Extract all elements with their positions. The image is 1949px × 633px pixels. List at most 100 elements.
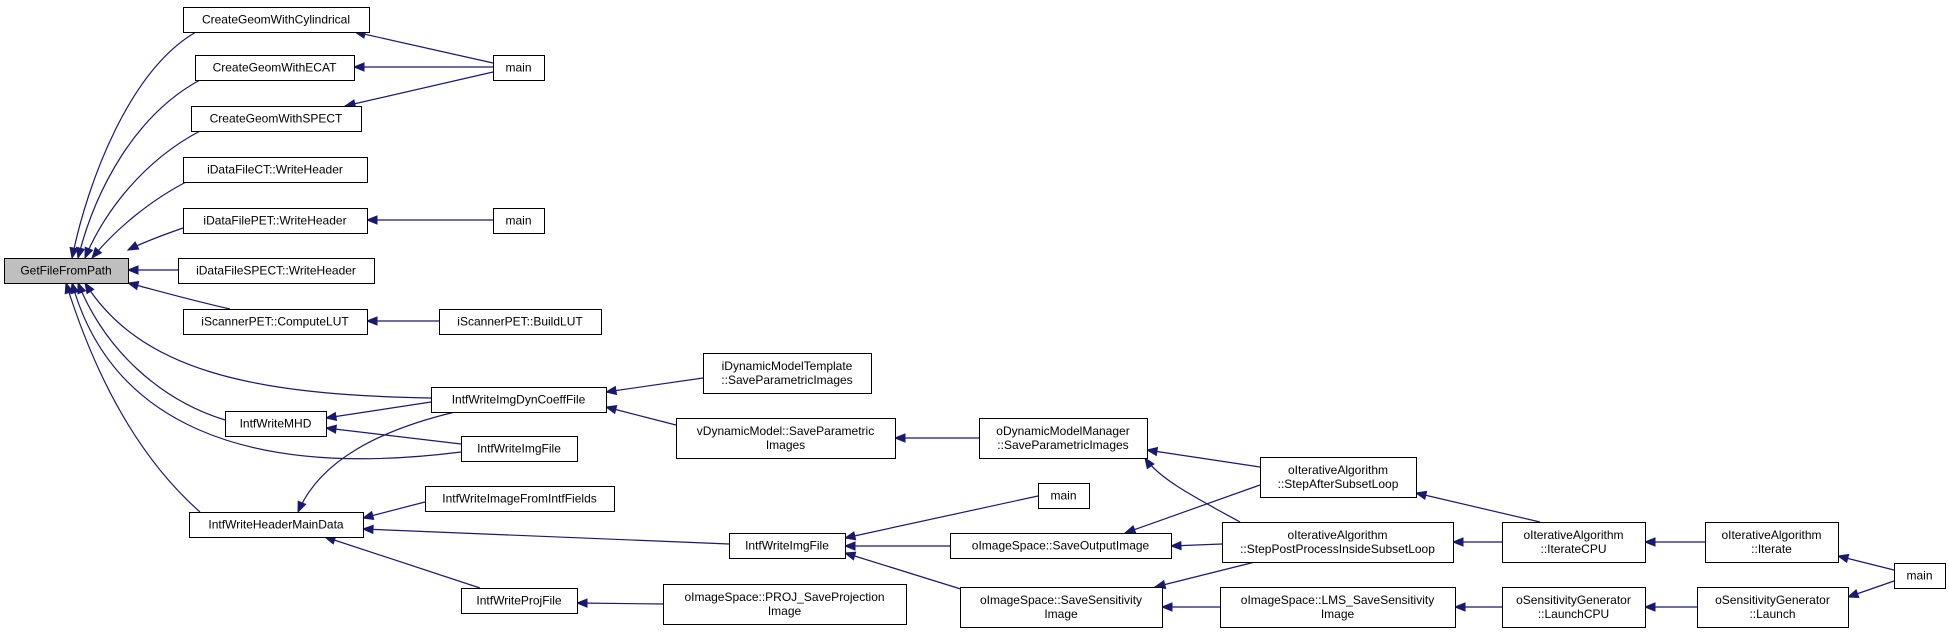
call-edge-saveout-to-wimg2 [843,541,950,551]
graph-node-whmd[interactable]: IntfWriteHeaderMainData [189,512,364,538]
graph-node-dfspect[interactable]: iDataFileSPECT::WriteHeader [178,258,375,284]
graph-node-sglaunchcpu[interactable]: oSensitivityGenerator::LaunchCPU [1502,587,1646,628]
node-label: ::SaveParametricImages [997,438,1128,452]
node-label: ::IterateCPU [1540,542,1606,556]
call-edge-main1-to-cgecat [352,62,493,72]
node-box [1705,522,1839,563]
graph-node-main3[interactable]: main [1038,483,1090,509]
node-label: IntfWriteImgFile [477,442,561,456]
call-edge-main3-to-wimg2 [843,495,1039,541]
node-label: IntfWriteHeaderMainData [208,518,343,532]
call-edge-wimg1-to-wmhd [324,424,462,445]
node-box [461,588,578,614]
graph-node-steppost[interactable]: oIterativeAlgorithm::StepPostProcessInsi… [1222,522,1454,563]
call-edge-stepafter-to-odmm [1145,446,1261,468]
node-label: ::Iterate [1751,542,1792,556]
graph-node-dfpet[interactable]: iDataFilePET::WriteHeader [183,208,368,234]
arrowhead-icon [126,265,139,275]
edge-line [297,411,456,513]
call-edge-steppost-to-savesens [1153,561,1256,590]
node-label: GetFileFromPath [20,264,111,278]
call-edge-odmm-to-vdm [893,433,979,443]
graph-node-root[interactable]: GetFileFromPath [4,258,129,284]
arrowhead-icon [1414,490,1428,501]
edge-line [576,602,664,605]
graph-node-main4[interactable]: main [1894,563,1946,589]
graph-node-wdyn[interactable]: IntfWriteImgDynCoeffFile [431,387,607,413]
arrowhead-icon [77,281,87,295]
node-label: Images [766,438,805,452]
call-edge-main1-to-cgcyl [353,29,494,64]
graph-node-main1[interactable]: main [493,55,545,81]
graph-node-wiff[interactable]: IntfWriteImageFromIntfFields [425,486,615,512]
node-box [191,106,362,132]
node-box [178,258,375,284]
graph-node-dmt[interactable]: iDynamicModelTemplate::SaveParametricIma… [703,353,872,394]
call-edge-steppost-to-saveout [1169,540,1223,551]
call-edge-spcomp-to-root [126,281,231,310]
node-box [183,208,368,234]
call-edge-steppost-to-odmm [1144,456,1241,523]
node-box [676,418,896,459]
graph-node-spcomp[interactable]: iScannerPET::ComputeLUT [183,309,368,335]
node-label: ::LaunchCPU [1538,607,1609,621]
arrowhead-icon [1169,540,1182,551]
graph-node-stepafter[interactable]: oIterativeAlgorithm::StepAfterSubsetLoop [1260,457,1417,498]
arrowhead-icon [324,424,337,434]
graph-node-cgcyl[interactable]: CreateGeomWithCylindrical [183,7,370,33]
node-label: oIterativeAlgorithm [1288,463,1388,477]
arrowhead-icon [1643,602,1656,612]
edge-line [84,282,432,399]
graph-node-itercpu[interactable]: oIterativeAlgorithm::IterateCPU [1502,522,1646,563]
call-edge-wimg2-to-whmd [361,524,730,545]
graph-node-odmm[interactable]: oDynamicModelManager::SaveParametricImag… [979,418,1148,459]
graph-node-wproj[interactable]: IntfWriteProjFile [461,588,578,614]
node-label: oImageSpace::SaveSensitivity [980,593,1142,607]
graph-node-wimg2[interactable]: IntfWriteImgFile [729,533,846,559]
arrowhead-icon [1846,589,1860,599]
graph-node-iterate[interactable]: oIterativeAlgorithm::Iterate [1705,522,1839,563]
node-label: iDataFileSPECT::WriteHeader [196,264,356,278]
node-label: iDataFilePET::WriteHeader [203,214,346,228]
node-box [425,486,615,512]
edge-line [77,79,201,259]
node-box [195,55,355,81]
node-box [225,411,327,437]
node-label: oImageSpace::LMS_SaveSensitivity [1241,593,1434,607]
node-label: IntfWriteImgDynCoeffFile [452,393,586,407]
graph-node-wimg1[interactable]: IntfWriteImgFile [461,436,578,462]
edge-line [71,282,462,460]
call-edge-spbuild-to-spcomp [365,316,439,326]
node-box [703,353,872,394]
graph-node-wmhd[interactable]: IntfWriteMHD [225,411,327,437]
edge-line [362,528,730,545]
node-label: iScannerPET::BuildLUT [457,315,583,329]
graph-node-cgecat[interactable]: CreateGeomWithECAT [195,55,355,81]
node-box [950,533,1172,559]
graph-node-dfct[interactable]: iDataFileCT::WriteHeader [183,157,368,183]
arrowhead-icon [84,281,95,295]
graph-node-cgspect[interactable]: CreateGeomWithSPECT [191,106,362,132]
edge-line [844,495,1039,539]
edge-line [1415,492,1541,523]
arrowhead-icon [1453,602,1466,612]
graph-node-spbuild[interactable]: iScannerPET::BuildLUT [439,309,602,335]
call-edge-main2-to-dfpet [365,215,493,225]
node-label: oDynamicModelManager [996,424,1129,438]
node-label: oSensitivityGenerator [1715,593,1830,607]
graph-node-saveout[interactable]: oImageSpace::SaveOutputImage [950,533,1172,559]
call-edge-wdyn-to-whmd [297,411,456,514]
call-edge-dmt-to-wdyn [604,377,704,396]
node-label: IntfWriteImgFile [745,539,829,553]
graph-node-main2[interactable]: main [493,208,545,234]
node-box [1220,587,1456,628]
call-edge-projsave-to-wproj [575,598,664,608]
graph-node-sglaunch[interactable]: oSensitivityGenerator::Launch [1697,587,1849,628]
graph-node-vdm[interactable]: vDynamicModel::SaveParametricImages [676,418,896,459]
arrowhead-icon [1144,456,1155,470]
arrowhead-icon [69,246,79,260]
